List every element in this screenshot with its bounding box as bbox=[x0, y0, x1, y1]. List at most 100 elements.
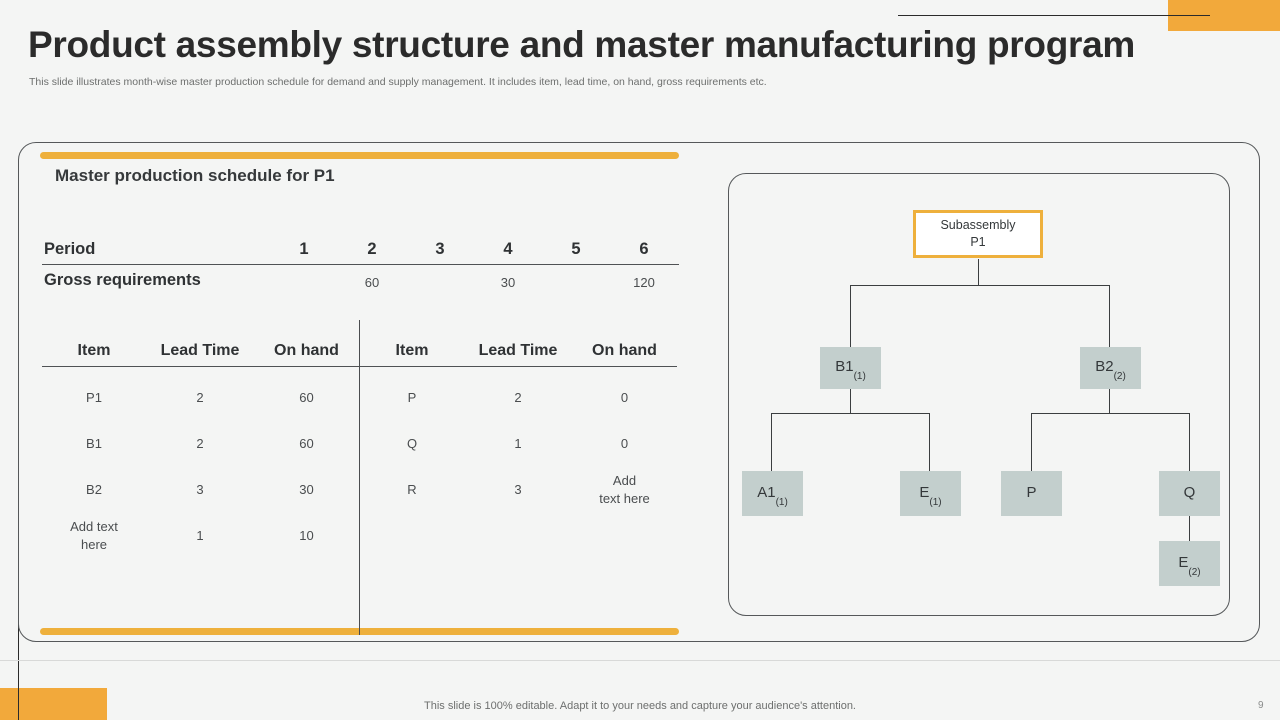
cell-on-hand: 60 bbox=[299, 436, 314, 452]
table-row: B1 2 60 bbox=[42, 421, 359, 467]
cell-on-hand: 0 bbox=[620, 390, 629, 406]
footer-note: This slide is 100% editable. Adapt it to… bbox=[424, 700, 856, 712]
panel-heading: Master production schedule for P1 bbox=[55, 166, 335, 185]
tree-node-a1-qty: (1) bbox=[775, 496, 788, 508]
cell-lead-time: 3 bbox=[514, 482, 522, 498]
cell-lead-time: 3 bbox=[196, 482, 204, 498]
mps-gross-label: Gross requirements bbox=[44, 271, 201, 289]
column-header-on-hand: On hand bbox=[274, 342, 339, 359]
tree-node-q-label: Q bbox=[1183, 483, 1196, 501]
cell-lead-time: 2 bbox=[196, 390, 204, 406]
cell-on-hand: 30 bbox=[299, 482, 314, 498]
cell-on-hand: 10 bbox=[299, 528, 314, 544]
connector-b1-bus bbox=[771, 413, 930, 415]
tree-node-p[interactable]: P bbox=[1001, 471, 1062, 516]
tree-node-q[interactable]: Q bbox=[1159, 471, 1220, 516]
master-production-schedule-panel: Master production schedule for P1 Period… bbox=[40, 152, 680, 637]
mps-period-1: 1 bbox=[299, 240, 309, 258]
tree-node-b1-label: B1 bbox=[835, 358, 854, 375]
cell-lead-time: 1 bbox=[196, 528, 204, 544]
tree-node-b2-label: B2 bbox=[1095, 358, 1114, 375]
mps-divider bbox=[42, 264, 679, 265]
tree-node-b1[interactable]: B1(1) bbox=[820, 347, 881, 389]
tree-node-e2[interactable]: E(2) bbox=[1159, 541, 1220, 586]
connector-to-b2 bbox=[1109, 285, 1111, 347]
tree-node-a1-label: A1 bbox=[757, 483, 776, 501]
connector-to-e1 bbox=[929, 413, 931, 471]
column-header-on-hand: On hand bbox=[592, 342, 657, 359]
cell-on-hand: 60 bbox=[299, 390, 314, 406]
tree-node-b2-qty: (2) bbox=[1113, 371, 1126, 382]
column-header-item: Item bbox=[395, 342, 429, 359]
cell-item: R bbox=[407, 482, 417, 498]
tree-node-a1[interactable]: A1(1) bbox=[742, 471, 803, 516]
connector-to-q bbox=[1189, 413, 1191, 471]
connector-level1-bus bbox=[850, 285, 1109, 287]
mps-gross-requirements-row: Gross requirements 60 30 120 bbox=[42, 271, 679, 290]
column-header-item: Item bbox=[77, 342, 111, 359]
tree-node-e1-qty: (1) bbox=[929, 496, 942, 508]
item-table-right: Item Lead Time On hand P 2 0 Q 1 0 R 3 A… bbox=[360, 342, 677, 513]
connector-root-down bbox=[978, 259, 980, 286]
item-table-right-header: Item Lead Time On hand bbox=[360, 342, 677, 366]
tree-node-root[interactable]: Subassembly P1 bbox=[913, 210, 1043, 258]
content-card bbox=[18, 142, 1260, 642]
connector-to-p bbox=[1031, 413, 1033, 471]
cell-item: P bbox=[407, 390, 417, 406]
cell-lead-time: 2 bbox=[196, 436, 204, 452]
assembly-structure-tree: Subassembly P1 B1(1) B2(2) A1(1) E(1) P … bbox=[728, 173, 1230, 616]
decoration-top-rule bbox=[898, 15, 1210, 16]
page-subtitle: This slide illustrates month-wise master… bbox=[29, 76, 767, 88]
cell-item: P1 bbox=[86, 390, 102, 406]
tree-node-e1-label: E bbox=[919, 483, 930, 501]
tree-node-p-label: P bbox=[1026, 483, 1037, 501]
tree-node-root-line2: P1 bbox=[970, 235, 986, 249]
mps-period-3: 3 bbox=[435, 240, 445, 258]
item-table-left-header-rule bbox=[42, 366, 359, 367]
connector-to-b1 bbox=[850, 285, 852, 347]
column-header-lead-time: Lead Time bbox=[160, 342, 240, 359]
tree-node-e2-label: E bbox=[1178, 553, 1189, 571]
cell-item: B1 bbox=[86, 436, 102, 452]
column-header-lead-time: Lead Time bbox=[478, 342, 558, 359]
decoration-footer-rule bbox=[0, 660, 1280, 661]
assembly-structure-panel bbox=[728, 173, 1230, 616]
tree-node-e2-qty: (2) bbox=[1188, 566, 1201, 578]
connector-to-a1 bbox=[771, 413, 773, 471]
mps-gross-4: 30 bbox=[500, 275, 516, 290]
connector-b1-down bbox=[850, 388, 852, 414]
cell-on-hand: 0 bbox=[620, 436, 629, 452]
tree-node-b2[interactable]: B2(2) bbox=[1080, 347, 1141, 389]
panel-accent-bar-top bbox=[40, 152, 679, 159]
cell-lead-time: 1 bbox=[514, 436, 522, 452]
item-table-left-header: Item Lead Time On hand bbox=[42, 342, 359, 366]
table-row: Q 1 0 bbox=[360, 421, 677, 467]
connector-b2-down bbox=[1109, 388, 1111, 414]
connector-q-to-e2 bbox=[1189, 515, 1191, 541]
cell-lead-time: 2 bbox=[514, 390, 522, 406]
table-row: P 2 0 bbox=[360, 375, 677, 421]
mps-period-5: 5 bbox=[571, 240, 581, 258]
mps-gross-2: 60 bbox=[364, 275, 380, 290]
tree-node-b1-qty: (1) bbox=[853, 371, 866, 382]
mps-period-row: Period 1 2 3 4 5 6 bbox=[42, 240, 679, 259]
connector-b2-bus bbox=[1031, 413, 1190, 415]
mps-table: Period 1 2 3 4 5 6 Gross requirements 60… bbox=[42, 240, 679, 290]
mps-period-2: 2 bbox=[367, 240, 377, 258]
page-number: 9 bbox=[1258, 700, 1264, 711]
mps-period-4: 4 bbox=[503, 240, 513, 258]
item-tables-divider bbox=[359, 320, 360, 635]
table-row: P1 2 60 bbox=[42, 375, 359, 421]
mps-period-label: Period bbox=[44, 240, 96, 258]
item-table-left: Item Lead Time On hand P1 2 60 B1 2 60 B… bbox=[42, 342, 359, 559]
item-table-right-header-rule bbox=[360, 366, 677, 367]
table-row: B2 3 30 bbox=[42, 467, 359, 513]
mps-gross-6: 120 bbox=[633, 275, 655, 290]
tree-node-root-line1: Subassembly bbox=[940, 218, 1016, 233]
tree-node-e1[interactable]: E(1) bbox=[900, 471, 961, 516]
decoration-orange-block-bottom-left bbox=[0, 688, 107, 720]
